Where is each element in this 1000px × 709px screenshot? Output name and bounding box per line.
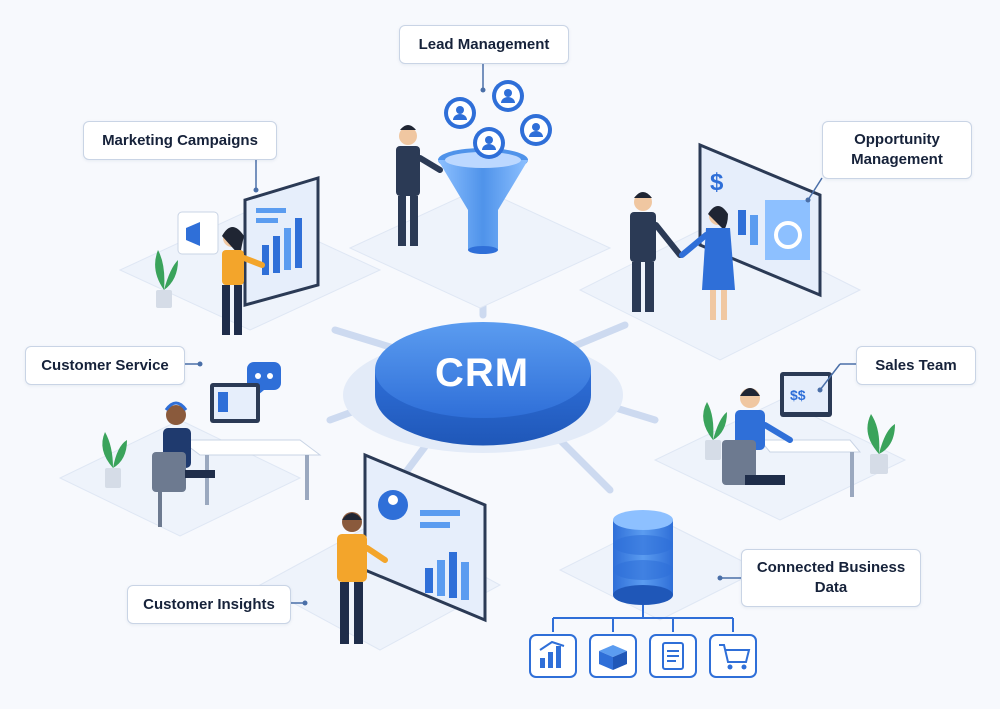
plant-icon [703,402,727,460]
user-icon [473,127,505,159]
marketing-campaigns-text: Marketing Campaigns [102,131,258,149]
cart-icon [709,634,757,678]
label-pointer-dots [197,87,823,606]
customer-service-label: Customer Service [25,346,185,385]
connected-business-data-label: Connected Business Data [741,549,921,607]
user-icon [520,114,552,146]
svg-text:$$: $$ [790,387,806,403]
analyst-person [337,512,388,644]
customer-insights-label: Customer Insights [127,585,291,624]
marketing-board [243,175,320,307]
data-tree-lines [552,605,734,632]
opportunity-management-label: Opportunity Management [822,121,972,179]
plant-icon [155,250,178,308]
marketer-person [222,227,265,335]
sales-person [722,388,793,485]
document-icon [649,634,697,678]
database-icon [613,510,673,605]
customer-service-text: Customer Service [41,356,169,374]
label-pointers [173,62,856,604]
crm-center-label: CRM [434,350,530,395]
service-desk [178,383,322,505]
sales-desk: $$ [758,372,862,497]
opportunity-management-text-line1: Opportunity [854,131,940,148]
lead-manager-person [396,125,443,246]
box-icon [589,634,637,678]
connected-business-data-text-line2: Data [814,579,848,596]
lead-funnel [438,148,528,254]
svg-text:$: $ [710,169,724,196]
connected-business-data-text-line1: Connected Business [756,559,906,576]
plant-icon [867,414,895,474]
insights-board [363,452,487,623]
lead-management-label: Lead Management [399,25,569,64]
sales-team-text: Sales Team [875,356,957,374]
sales-team-label: Sales Team [856,346,976,385]
megaphone-icon [177,211,219,255]
customer-insights-text: Customer Insights [143,595,275,613]
lead-management-text: Lead Management [418,35,550,53]
crm-platform [343,322,623,453]
marketing-campaigns-label: Marketing Campaigns [83,121,277,160]
user-icon [492,80,524,112]
service-agent-person [152,401,215,527]
handshake-people [630,192,735,320]
lead-avatars [444,80,552,159]
user-icon [444,97,476,129]
plant-icon [102,432,127,488]
opportunity-management-text-line2: Management [851,151,943,168]
chart-icon [529,634,577,678]
